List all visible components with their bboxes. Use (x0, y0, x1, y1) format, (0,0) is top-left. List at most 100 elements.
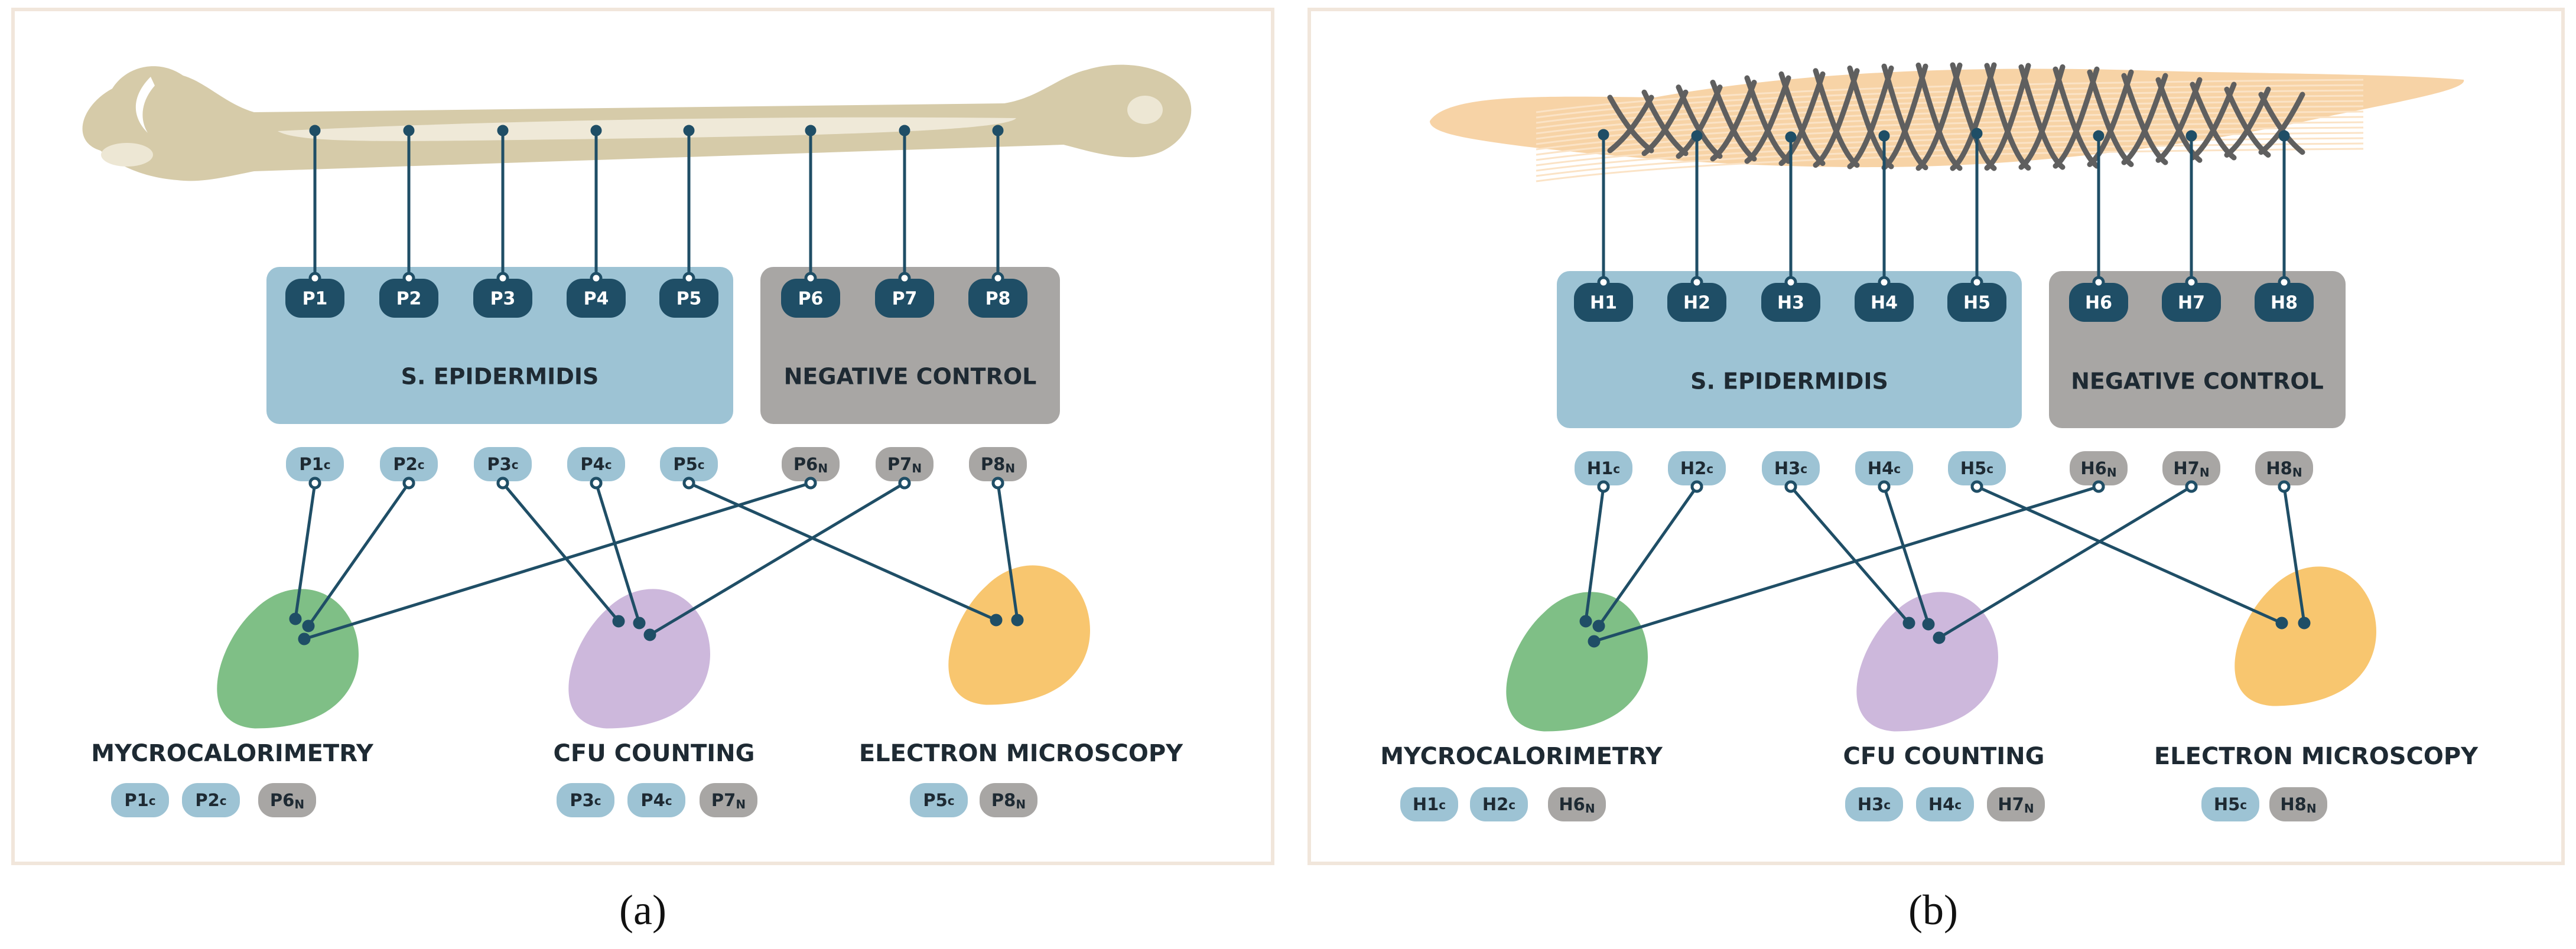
method-sample-pill-label: H5c (2214, 794, 2247, 814)
aliquot-pill-label: P4c (580, 454, 612, 474)
sample-pill-dot (1970, 276, 1983, 289)
method-sample-pill-shape (627, 783, 685, 817)
specimen-anchor-dot (2185, 130, 2197, 142)
method-target-dot (2275, 617, 2288, 630)
sample-pill-H1 (1574, 283, 1633, 322)
sample-pill-H2 (1667, 283, 1726, 322)
method-sample-pill-shape (2269, 787, 2327, 821)
method-sample-pill-main: P4 (640, 790, 665, 810)
aliquot-pill-main: H1 (1587, 458, 1613, 478)
sample-pill-label: P5 (676, 289, 702, 309)
cfu-counting-blob (568, 589, 710, 729)
bone-head (1127, 96, 1163, 124)
aliquot-pill-main: P1 (299, 454, 323, 474)
aliquot-pill-main: H8 (2266, 458, 2292, 478)
aliquot-pill-shape (1575, 451, 1632, 485)
specimen-anchor-dot (2278, 130, 2290, 142)
aliquot-pill-sub: N (2292, 465, 2302, 480)
method-label: ELECTRON MICROSCOPY (2154, 743, 2479, 770)
specimen-anchor-dot (805, 125, 817, 136)
aliquot-pill: P5c (660, 447, 718, 481)
aliquot-pill-shape (2162, 451, 2220, 485)
aliquot-to-method-line (649, 481, 906, 637)
aliquot-pill-main: H3 (1774, 458, 1800, 478)
method-target-dot (1011, 614, 1024, 627)
suture-stitch (1984, 63, 2031, 171)
aliquot-pill-sub: N (818, 461, 828, 475)
sample-pill-P1 (285, 279, 344, 318)
method-sample-pill: H4c (1916, 787, 1974, 821)
sample-pill-H3 (1761, 283, 1820, 322)
aliquot-pill-main: P7 (887, 454, 912, 474)
aliquot-pill: H1c (1575, 451, 1632, 485)
method-sample-pill-shape (910, 783, 968, 817)
aliquot-pill-sub: N (2107, 465, 2117, 480)
aliquot-pill-shape (2070, 451, 2128, 485)
sample-pill-H8 (2255, 283, 2314, 322)
aliquot-pill-main: P6 (793, 454, 818, 474)
method-target-dot (643, 628, 656, 641)
method-sample-pill-main: H6 (1559, 794, 1585, 814)
sample-pill-label: H7 (2178, 293, 2205, 314)
aliquot-pill-main: P8 (981, 454, 1005, 474)
method-sample-pill-sub: N (1585, 801, 1595, 816)
specimen-anchor-dot (1691, 130, 1703, 142)
aliquot-pill: P2c (380, 447, 438, 481)
method-sample-pill-main: H7 (1998, 794, 2024, 814)
aliquot-pill: H6N (2070, 451, 2128, 485)
sample-pill-P3 (473, 279, 532, 318)
aliquot-dot (804, 477, 817, 490)
aliquot-pill-label: H3c (1774, 458, 1807, 478)
method-target-dot (612, 615, 625, 628)
aliquot-pill-sub: c (1613, 462, 1620, 476)
method-target-dot (302, 619, 315, 632)
aliquot-to-method-line (594, 482, 641, 624)
method-sample-pill: H3c (1845, 787, 1903, 821)
method-sample-pill-shape (700, 783, 757, 817)
aliquot-pill-shape (474, 447, 532, 481)
aliquot-pill-main: H2 (1680, 458, 1706, 478)
method-sample-pill: H6N (1548, 787, 1606, 821)
specimen-anchor-dot (683, 125, 695, 136)
aliquot-dot (1970, 480, 1983, 493)
aliquot-to-method-line (1790, 485, 1910, 624)
aliquot-pill-main: P5 (673, 454, 697, 474)
sample-pill-P4 (567, 279, 626, 318)
method-sample-pill-shape (182, 783, 240, 817)
method-sample-pill: P7N (700, 783, 757, 817)
mycrocalorimetry-blob (217, 589, 359, 729)
method-sample-pill-label: H6N (1559, 794, 1595, 816)
method-target-dot (1592, 619, 1605, 632)
method-sample-pill-shape (258, 783, 316, 817)
method-sample-pill-shape (111, 783, 169, 817)
method-sample-pill-sub: c (1884, 798, 1891, 812)
aliquot-dot (2185, 480, 2198, 493)
method-sample-pill: P6N (258, 783, 316, 817)
method-sample-pill-main: H3 (1858, 794, 1884, 814)
method-sample-pill-sub: c (665, 794, 672, 808)
method-sample-pill-sub: N (2307, 801, 2317, 816)
suture-stitch (1710, 80, 1757, 162)
aliquot-pill-shape (660, 447, 718, 481)
sample-pill-dot (1878, 276, 1891, 289)
method-target-dot (1902, 617, 1915, 630)
aliquot-pill-label: H6N (2080, 458, 2116, 480)
aliquot-to-method-line (307, 482, 411, 627)
sample-pill-dot (1690, 276, 1703, 289)
aliquot-pill-sub: c (698, 458, 705, 472)
sample-pill-label: P2 (396, 289, 422, 309)
aliquot-dot (991, 477, 1004, 490)
suture-stitch (1607, 94, 1654, 154)
aliquot-pill-sub: N (1005, 461, 1015, 475)
aliquot-pill-label: H8N (2266, 458, 2302, 480)
method-sample-pill-sub: N (294, 797, 304, 811)
tendon-fiber (1536, 100, 2364, 135)
sample-pill-H4 (1855, 283, 1914, 322)
method-label: MYCROCALORIMETRY (1380, 743, 1663, 770)
method-sample-pill-shape (1400, 787, 1458, 821)
aliquot-pill-main: H7 (2173, 458, 2199, 478)
sample-pill-label: H1 (1590, 293, 1617, 314)
method-sample-pill: P2c (182, 783, 240, 817)
aliquot-pill-sub: c (1706, 462, 1713, 476)
